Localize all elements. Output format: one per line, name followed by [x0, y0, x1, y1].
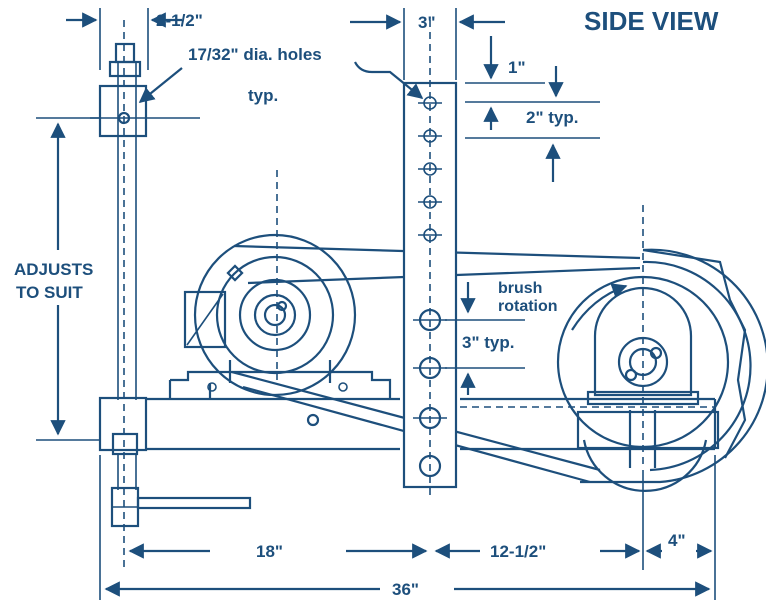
dim-hole-spacing-top-label: 2" typ. — [526, 108, 578, 127]
dim-bar-width-label: 3" — [418, 13, 436, 32]
dim-hole-spacing-top: 2" typ. — [465, 66, 600, 182]
dim-bottom: 18" 12-1/2" 4" 36" — [99, 455, 716, 600]
dim-hole-spacing-lower-label: 3" typ. — [462, 333, 514, 352]
dim-post-width-label: 2-1/2" — [156, 11, 203, 30]
mounting-bar — [402, 20, 458, 500]
dim-hole-spacing-lower: 3" typ. — [445, 282, 525, 395]
dim-post-width: 2-1/2" — [66, 11, 203, 30]
rotation-label: rotation — [498, 298, 558, 315]
holes-note: 17/32" dia. holes typ. — [138, 45, 424, 105]
left-adjustable-post — [90, 8, 252, 570]
brush-rotation-note: brush rotation — [498, 280, 628, 331]
dim-first-hole: 1" — [465, 36, 600, 103]
holes-typ-label: typ. — [248, 86, 278, 105]
holes-label: 17/32" dia. holes — [188, 45, 322, 64]
adjusts-line1: ADJUSTS — [14, 260, 93, 279]
adjusts-line2: TO SUIT — [16, 283, 83, 302]
dim-12-5-label: 12-1/2" — [490, 542, 546, 561]
dim-adjusts: ADJUSTS TO SUIT — [14, 117, 100, 441]
dim-36-label: 36" — [392, 580, 419, 599]
dim-4-label: 4" — [668, 531, 686, 550]
brush-label: brush — [498, 280, 542, 297]
dim-bar-width: 3" — [350, 8, 505, 80]
motor — [168, 170, 392, 400]
dim-first-hole-label: 1" — [508, 58, 526, 77]
dim-18-label: 18" — [256, 542, 283, 561]
brush-assembly — [556, 205, 766, 492]
drawing-title: SIDE VIEW — [584, 6, 719, 36]
